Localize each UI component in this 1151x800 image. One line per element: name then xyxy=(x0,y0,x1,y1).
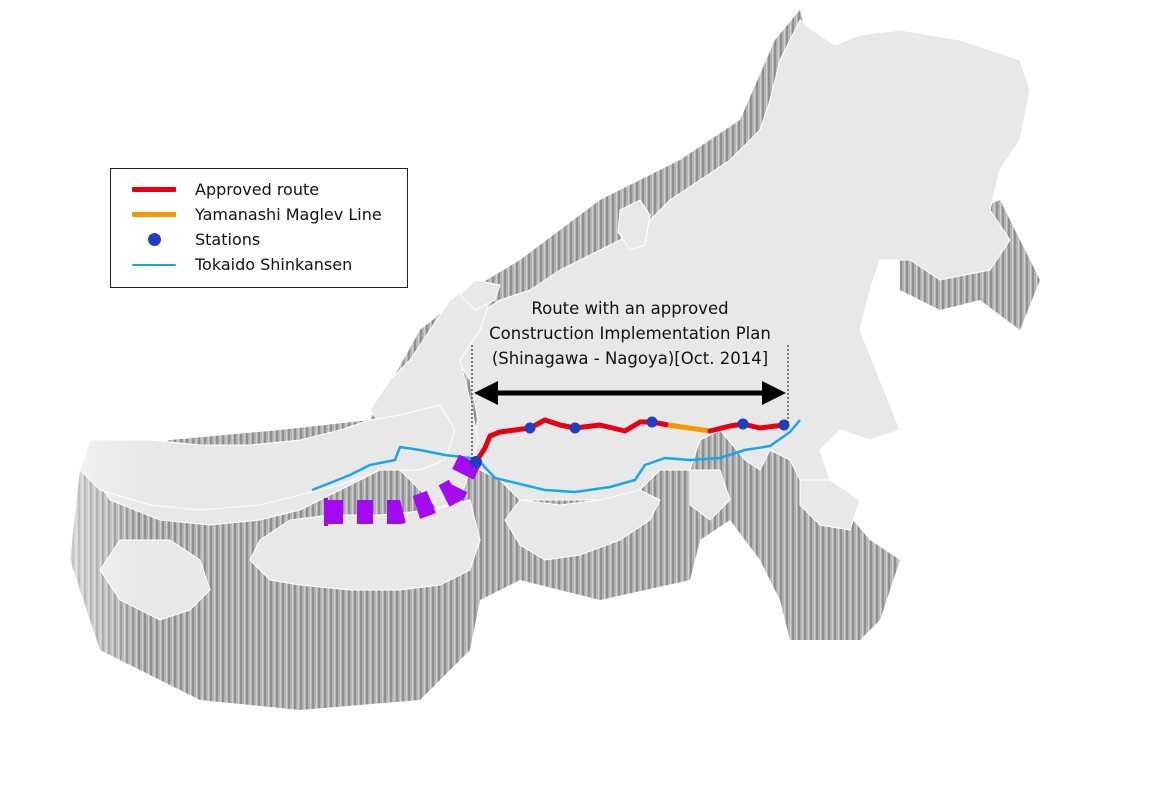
route-annotation: Route with an approved Construction Impl… xyxy=(470,296,790,371)
span-indicator xyxy=(471,345,789,462)
legend-swatch-shinkansen xyxy=(132,263,176,266)
stations xyxy=(470,416,790,468)
planned-extension-end xyxy=(324,498,328,526)
station-iida xyxy=(569,422,581,434)
legend-label: Yamanashi Maglev Line xyxy=(195,205,382,224)
annotation-line: (Shinagawa - Nagoya)[Oct. 2014] xyxy=(491,349,769,368)
station-shinagawa xyxy=(778,419,790,431)
map-legend: Approved route Yamanashi Maglev Line Sta… xyxy=(110,168,408,288)
legend-item-yamanashi-maglev-line: Yamanashi Maglev Line xyxy=(111,202,407,227)
legend-label: Approved route xyxy=(195,180,320,199)
approved-route-line xyxy=(473,417,671,465)
station-nakatsugawa xyxy=(524,422,536,434)
tokaido-shinkansen-line xyxy=(311,419,801,494)
station-kofu xyxy=(646,416,658,428)
legend-item-tokaido-shinkansen: Tokaido Shinkansen xyxy=(111,252,407,277)
legend-label: Stations xyxy=(195,230,261,249)
left-fade xyxy=(0,400,140,750)
arrow-right-icon xyxy=(762,381,786,405)
legend-item-stations: Stations xyxy=(111,227,407,252)
legend-swatch-yamanashi xyxy=(132,212,176,217)
legend-label: Tokaido Shinkansen xyxy=(195,255,353,274)
annotation-line: Construction Implementation Plan xyxy=(489,324,771,343)
station-sagamihara xyxy=(737,418,749,430)
annotation-line: Route with an approved xyxy=(531,299,729,318)
station-dot-icon xyxy=(147,233,161,246)
legend-swatch-approved-route xyxy=(132,187,176,192)
arrow-left-icon xyxy=(474,381,498,405)
legend-item-approved-route: Approved route xyxy=(111,177,407,202)
yamanashi-maglev-line xyxy=(667,422,711,434)
planned-extension-line xyxy=(327,454,481,524)
station-nagoya xyxy=(470,456,482,468)
